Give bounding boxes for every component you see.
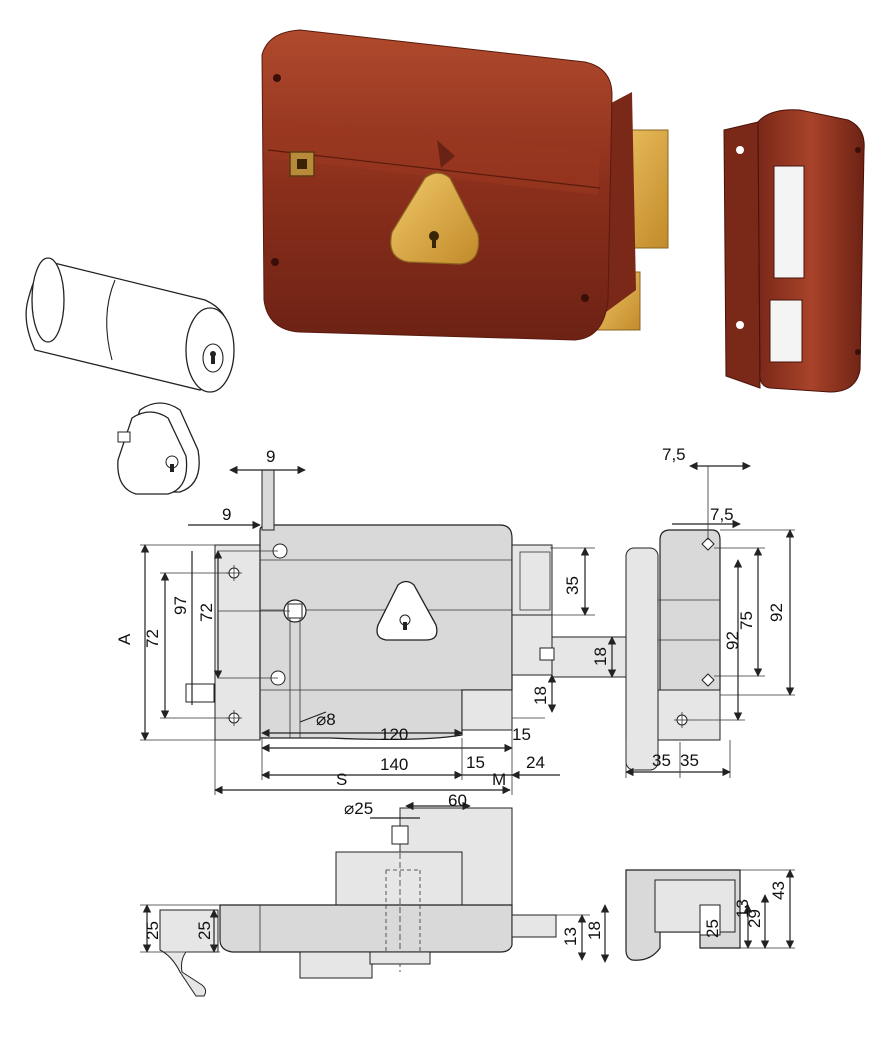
crosshair-icon bbox=[674, 712, 690, 728]
dim-97: 97 bbox=[171, 596, 190, 615]
round-cylinder-icon bbox=[25, 257, 235, 393]
dim-75: 75 bbox=[737, 611, 756, 630]
keeper-view-drawing: 7,5 7,5 92 75 92 35 35 bbox=[625, 445, 795, 778]
dim-120: 120 bbox=[380, 725, 408, 744]
keeper-section-drawing: 43 29 13 25 bbox=[625, 869, 795, 961]
screw-icon bbox=[273, 74, 281, 82]
dim-43: 43 bbox=[769, 881, 788, 900]
dim-M: M bbox=[492, 770, 506, 789]
dim-diameter-8: ⌀8 bbox=[316, 710, 336, 729]
keyhole-icon bbox=[390, 172, 480, 265]
dim-7-5-mid: 7,5 bbox=[710, 505, 734, 524]
dim-S: S bbox=[336, 770, 347, 789]
dim-9-left: 9 bbox=[222, 505, 231, 524]
dim-diameter-25: ⌀25 bbox=[344, 799, 373, 818]
dim-18: 18 bbox=[585, 921, 604, 940]
dim-13-keeper: 13 bbox=[733, 899, 752, 918]
triangular-cylinder-icon bbox=[117, 402, 200, 495]
dim-35-b: 35 bbox=[680, 751, 699, 770]
section-view-drawing: ⌀25 60 25 25 13 18 bbox=[140, 791, 610, 997]
screw-icon bbox=[271, 258, 279, 266]
screw-icon bbox=[581, 294, 589, 302]
dim-29: 29 bbox=[745, 909, 764, 928]
dim-35: 35 bbox=[563, 576, 582, 595]
dim-13: 13 bbox=[561, 927, 580, 946]
dim-7-5-top: 7,5 bbox=[662, 445, 686, 464]
dim-92-inner: 92 bbox=[723, 631, 742, 650]
dim-60: 60 bbox=[448, 791, 467, 810]
dim-9-top: 9 bbox=[266, 447, 275, 466]
diamond-hole-icon bbox=[701, 673, 715, 687]
dim-72-outer: 72 bbox=[143, 629, 162, 648]
diamond-hole-icon bbox=[701, 537, 715, 551]
front-view-drawing: 9 9 A 72 97 72 35 18 18 15 ⌀8 120 140 15… bbox=[115, 447, 627, 795]
dim-25-inner: 25 bbox=[195, 921, 214, 940]
dim-15-bottom: 15 bbox=[466, 753, 485, 772]
dim-24: 24 bbox=[526, 753, 545, 772]
dim-25-left: 25 bbox=[143, 921, 162, 940]
dim-18-latch: 18 bbox=[531, 686, 550, 705]
dim-92: 92 bbox=[767, 603, 786, 622]
dim-25-keeper: 25 bbox=[703, 919, 722, 938]
keyhole-icon bbox=[376, 580, 438, 641]
dim-18-bolt: 18 bbox=[591, 647, 610, 666]
strike-keeper-photo bbox=[723, 109, 865, 393]
rim-lock-photo bbox=[261, 29, 669, 341]
dim-15-right: 15 bbox=[512, 725, 531, 744]
dim-140: 140 bbox=[380, 755, 408, 774]
dim-35-a: 35 bbox=[652, 751, 671, 770]
dim-A: A bbox=[115, 633, 134, 645]
dim-72-inner: 72 bbox=[197, 603, 216, 622]
